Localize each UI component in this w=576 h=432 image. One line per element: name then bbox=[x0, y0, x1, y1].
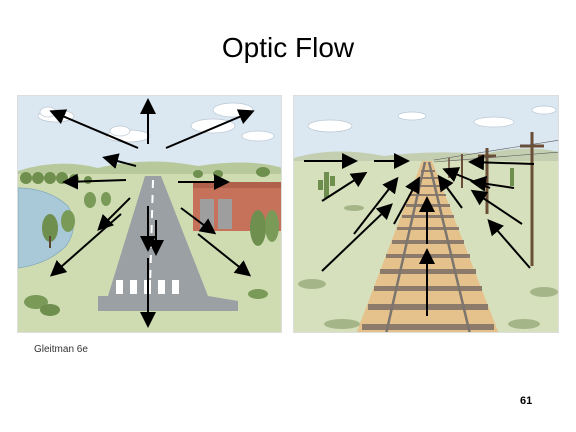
page-number: 61 bbox=[520, 395, 533, 407]
runway-optic-flow-illustration bbox=[17, 95, 282, 333]
railroad-optic-flow-illustration bbox=[293, 95, 559, 333]
flow-arrows bbox=[304, 153, 535, 316]
slide-title: Optic Flow bbox=[221, 32, 355, 63]
tree-line bbox=[20, 167, 270, 184]
image-credit: Gleitman 6e bbox=[34, 344, 88, 355]
clouds bbox=[307, 105, 557, 133]
flow-arrows bbox=[49, 98, 255, 328]
trees bbox=[24, 192, 279, 316]
desert-plants bbox=[298, 168, 558, 329]
power-lines bbox=[433, 140, 558, 163]
